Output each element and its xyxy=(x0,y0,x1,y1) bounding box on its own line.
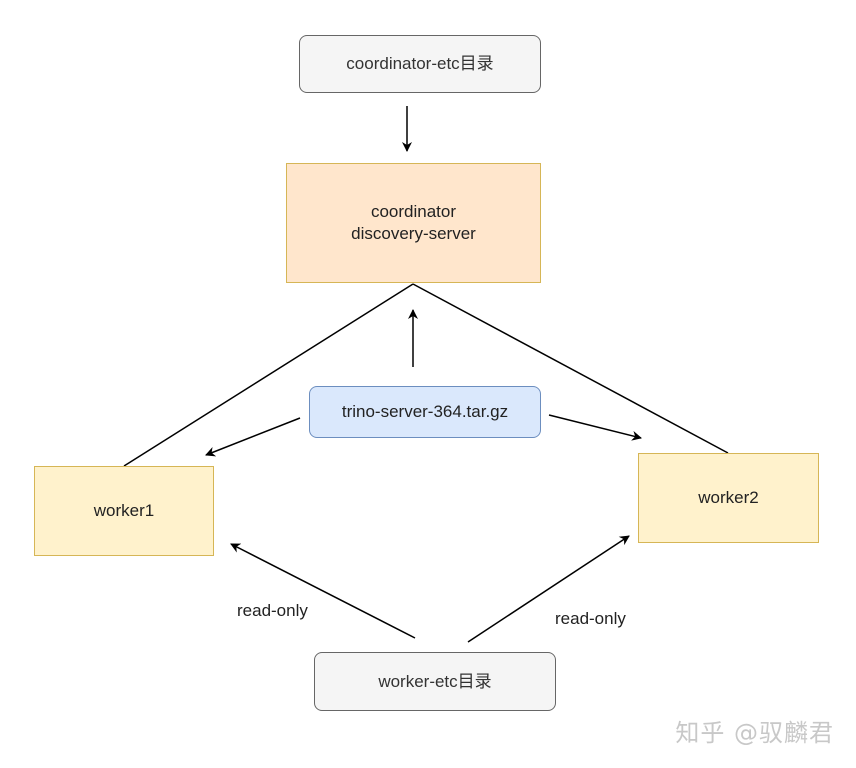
link-coordinator-worker2 xyxy=(412,283,729,454)
coordinator-etc-label: coordinator-etc目录 xyxy=(346,54,494,73)
arrow-tarball-to-worker1 xyxy=(205,417,301,457)
tarball-label: trino-server-364.tar.gz xyxy=(341,402,509,421)
arrow-worker-etc-to-worker1 xyxy=(230,543,416,639)
worker-etc-label: worker-etc目录 xyxy=(378,671,492,691)
worker1-node: worker1 xyxy=(34,466,214,556)
coordinator-etc-node: coordinator-etc目录 xyxy=(299,35,541,93)
watermark: 知乎 @驭麟君 xyxy=(675,719,834,747)
coordinator-node: coordinator discovery-server xyxy=(286,163,541,283)
worker2-label: worker2 xyxy=(698,488,759,507)
discovery-server-label: discovery-server xyxy=(351,224,476,243)
worker-etc-node: worker-etc目录 xyxy=(314,652,556,711)
link-coordinator-worker1 xyxy=(123,283,414,467)
edge-label-read-only-right: read-only xyxy=(555,609,626,628)
arrow-tarball-to-worker2 xyxy=(548,414,642,441)
worker2-node: worker2 xyxy=(638,453,819,543)
coordinator-label: coordinator xyxy=(370,202,457,221)
tarball-node: trino-server-364.tar.gz xyxy=(309,386,541,438)
edge-label-read-only-left: read-only xyxy=(237,601,308,620)
arrow-worker-etc-to-worker2 xyxy=(467,535,630,643)
worker1-label: worker1 xyxy=(93,501,155,520)
